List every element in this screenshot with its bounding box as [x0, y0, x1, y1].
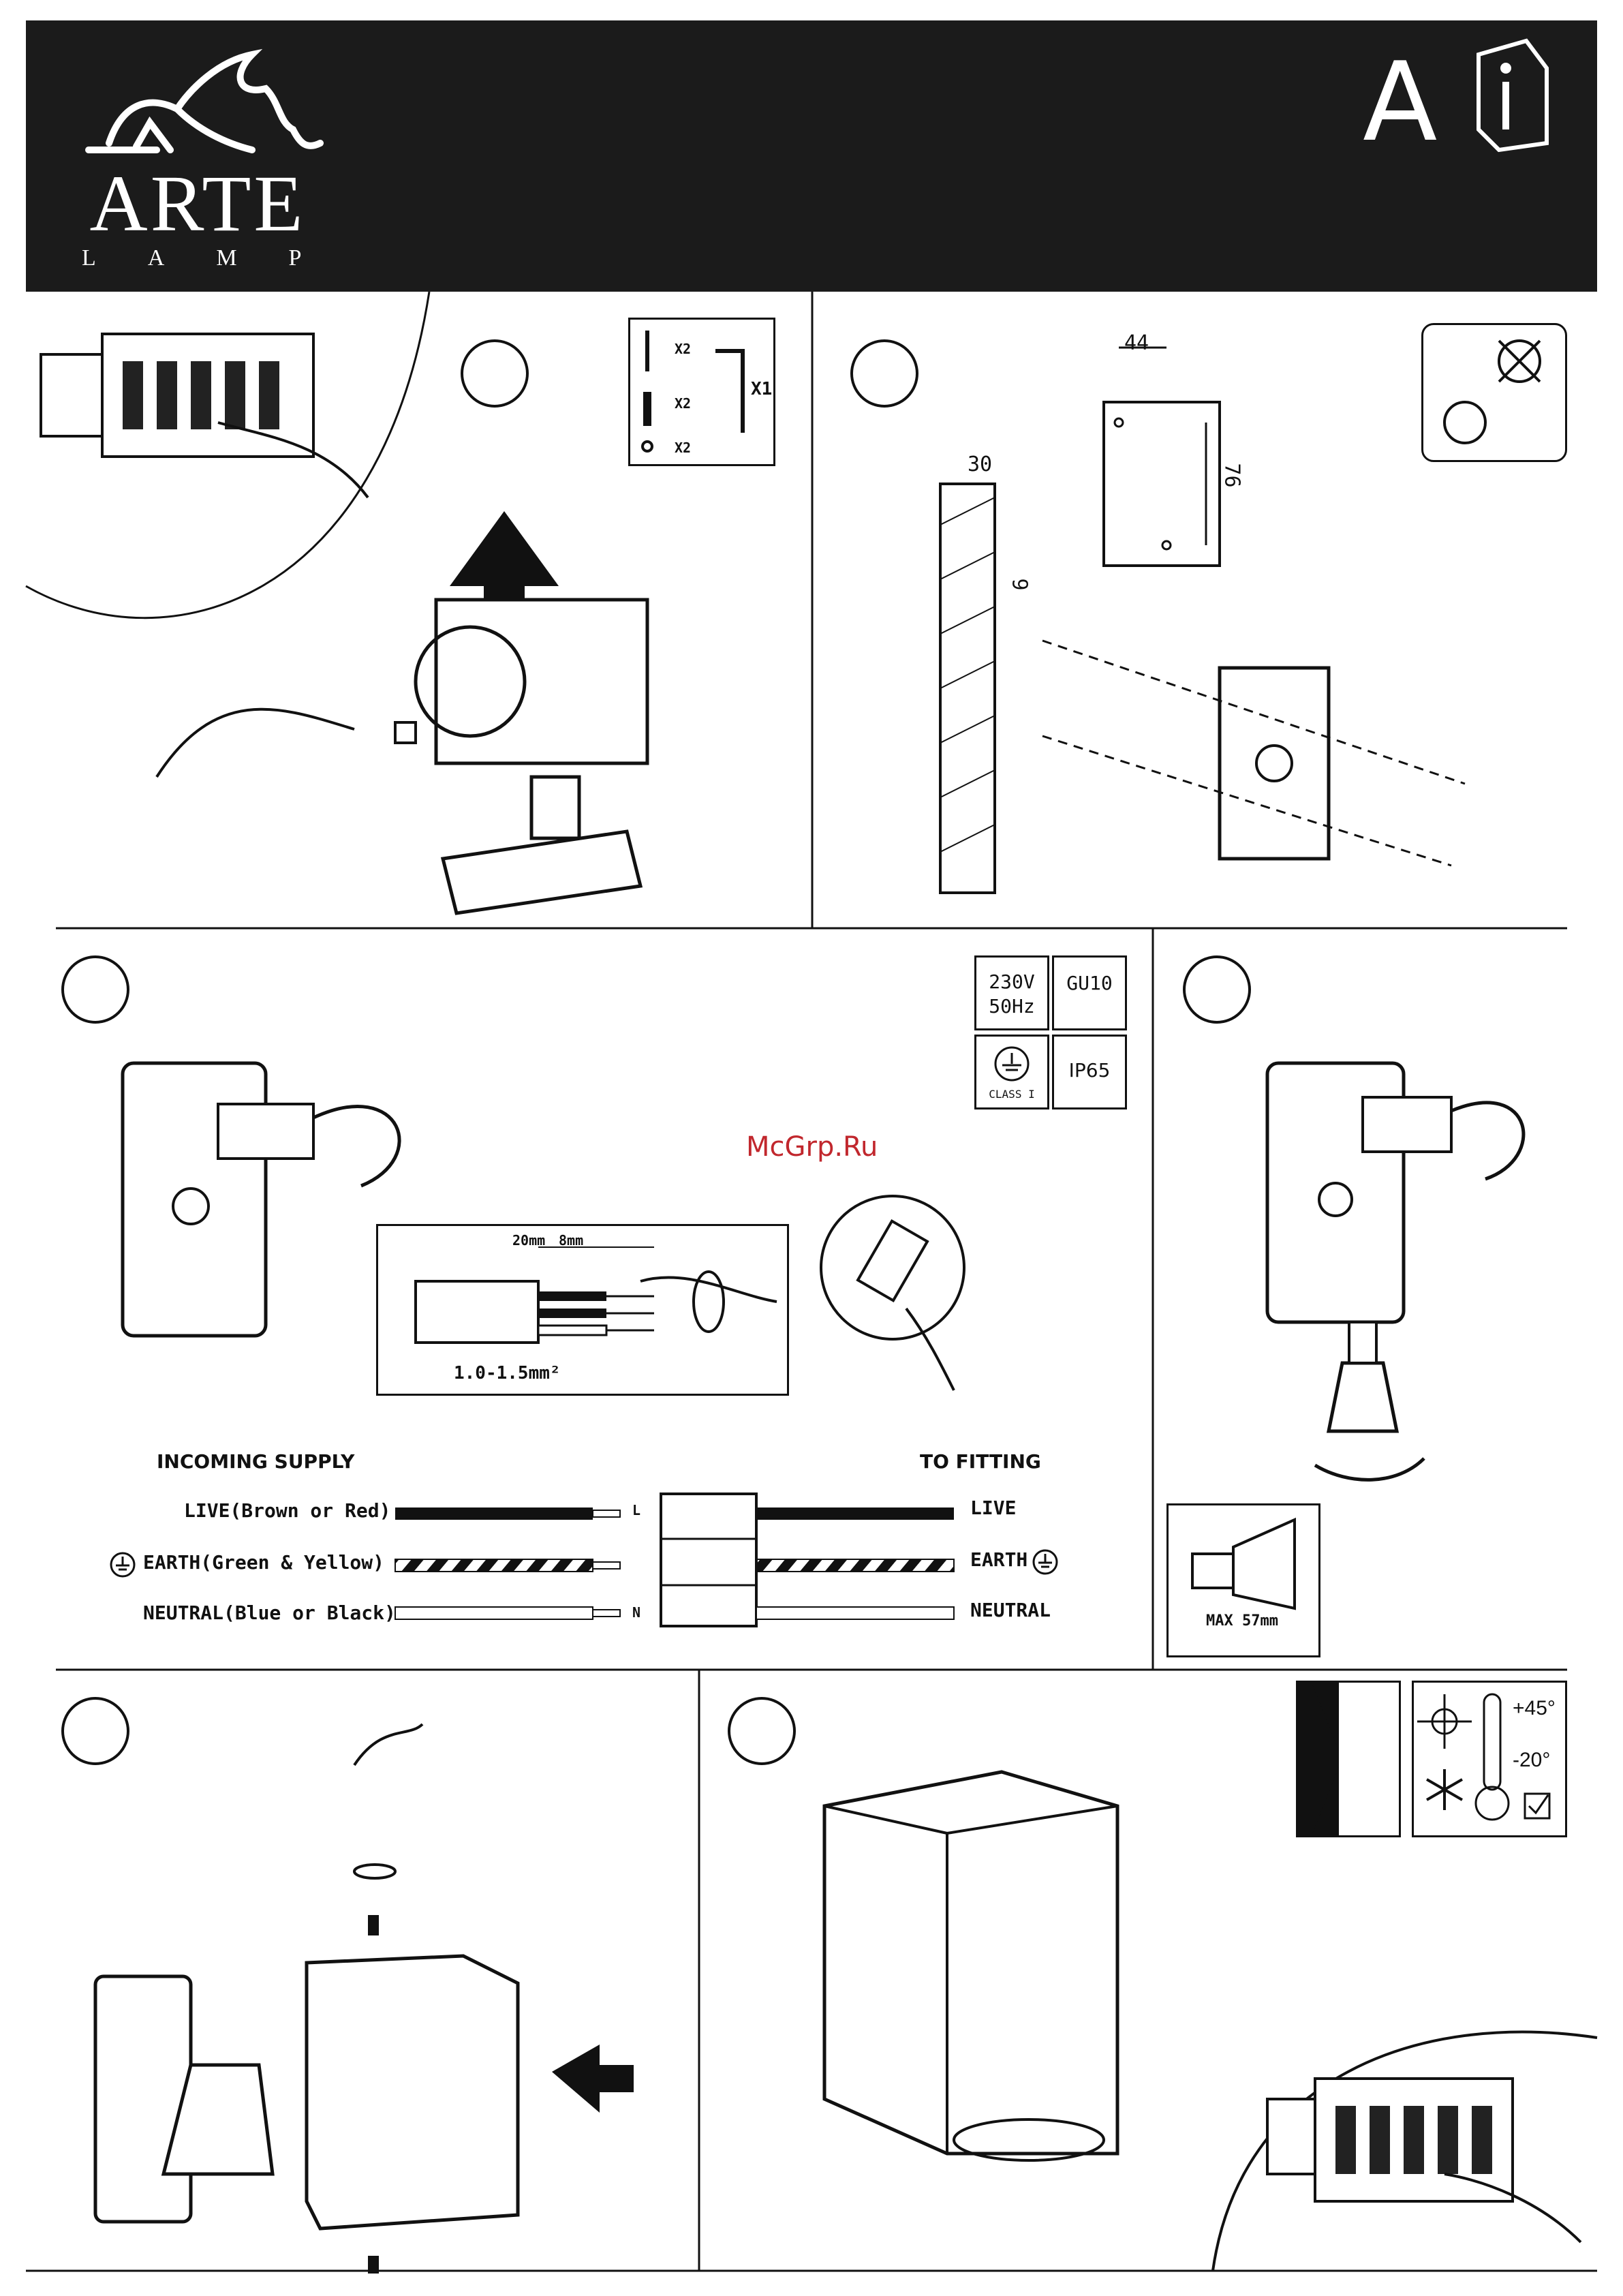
class-label: CLASS I [976, 1088, 1047, 1102]
max-bulb-label: MAX 57mm [1206, 1612, 1278, 1629]
earth-class-icon [976, 1037, 1047, 1084]
thermometer-icon [1472, 1694, 1513, 1824]
ip-box: IP65 [1052, 1035, 1127, 1109]
bulb-cross-icon [1424, 327, 1560, 457]
earth-out-icon [1032, 1548, 1059, 1576]
strip-length-2: 8mm [559, 1232, 583, 1249]
earth-in-icon [109, 1551, 136, 1578]
terminal-l: L [632, 1502, 640, 1518]
watermark: McGrp.Ru [746, 1131, 878, 1163]
ip-label: IP65 [1054, 1037, 1125, 1083]
gu10-bulb-icon [1179, 1513, 1315, 1615]
frequency-label: 50Hz [976, 994, 1047, 1019]
plate-height: 76 [1220, 463, 1244, 487]
live-in-label: LIVE(Brown or Red) [184, 1499, 390, 1522]
wall-depth: 30 [968, 453, 992, 476]
housing-removal-illustration [150, 504, 681, 913]
housing-assembly-illustration [95, 1711, 681, 2256]
live-out-label: LIVE [970, 1497, 1016, 1519]
step-2-circle [850, 339, 918, 408]
bulb-insert-illustration [1261, 1050, 1519, 1499]
cable-strip-illustration [382, 1227, 790, 1397]
terminal-reconnect-illustration [1199, 1956, 1597, 2271]
strip-length-1: 20mm [512, 1232, 545, 1249]
terminal-block-illustration [41, 320, 395, 525]
terminal-n: N [632, 1604, 640, 1621]
voltage-label: 230V [976, 958, 1047, 994]
temp-high: +45° [1513, 1697, 1556, 1720]
step-6-circle [728, 1697, 796, 1765]
neutral-in-label: NEUTRAL(Blue or Black) [143, 1602, 396, 1624]
parts-icons [634, 324, 770, 460]
class-box: CLASS I [974, 1035, 1049, 1109]
earth-out-label: EARTH [970, 1548, 1027, 1571]
temp-low: -20° [1513, 1749, 1550, 1772]
socket-label: GU10 [1054, 958, 1125, 996]
beam-box [1296, 1681, 1401, 1837]
step-4-circle [1183, 955, 1251, 1024]
step-3-circle [61, 955, 129, 1024]
plate-width: 44 [1124, 331, 1149, 355]
neutral-out-label: NEUTRAL [970, 1599, 1051, 1621]
to-fitting: TO FITTING [920, 1450, 1041, 1473]
finished-fixture-illustration [818, 1772, 1131, 2181]
voltage-box: 230V 50Hz [974, 955, 1049, 1030]
socket-box: GU10 [1052, 955, 1127, 1030]
checkbox-icon [1524, 1792, 1551, 1820]
light-beam-icon [1298, 1683, 1399, 1835]
incoming-supply: INCOMING SUPPLY [157, 1450, 354, 1473]
earth-in-label: EARTH(Green & Yellow) [143, 1551, 384, 1574]
hole-diameter: 6 [1010, 578, 1034, 590]
connector-hand-illustration [818, 1186, 974, 1390]
cable-section: 1.0-1.5mm² [454, 1363, 561, 1383]
step-1-circle [461, 339, 529, 408]
